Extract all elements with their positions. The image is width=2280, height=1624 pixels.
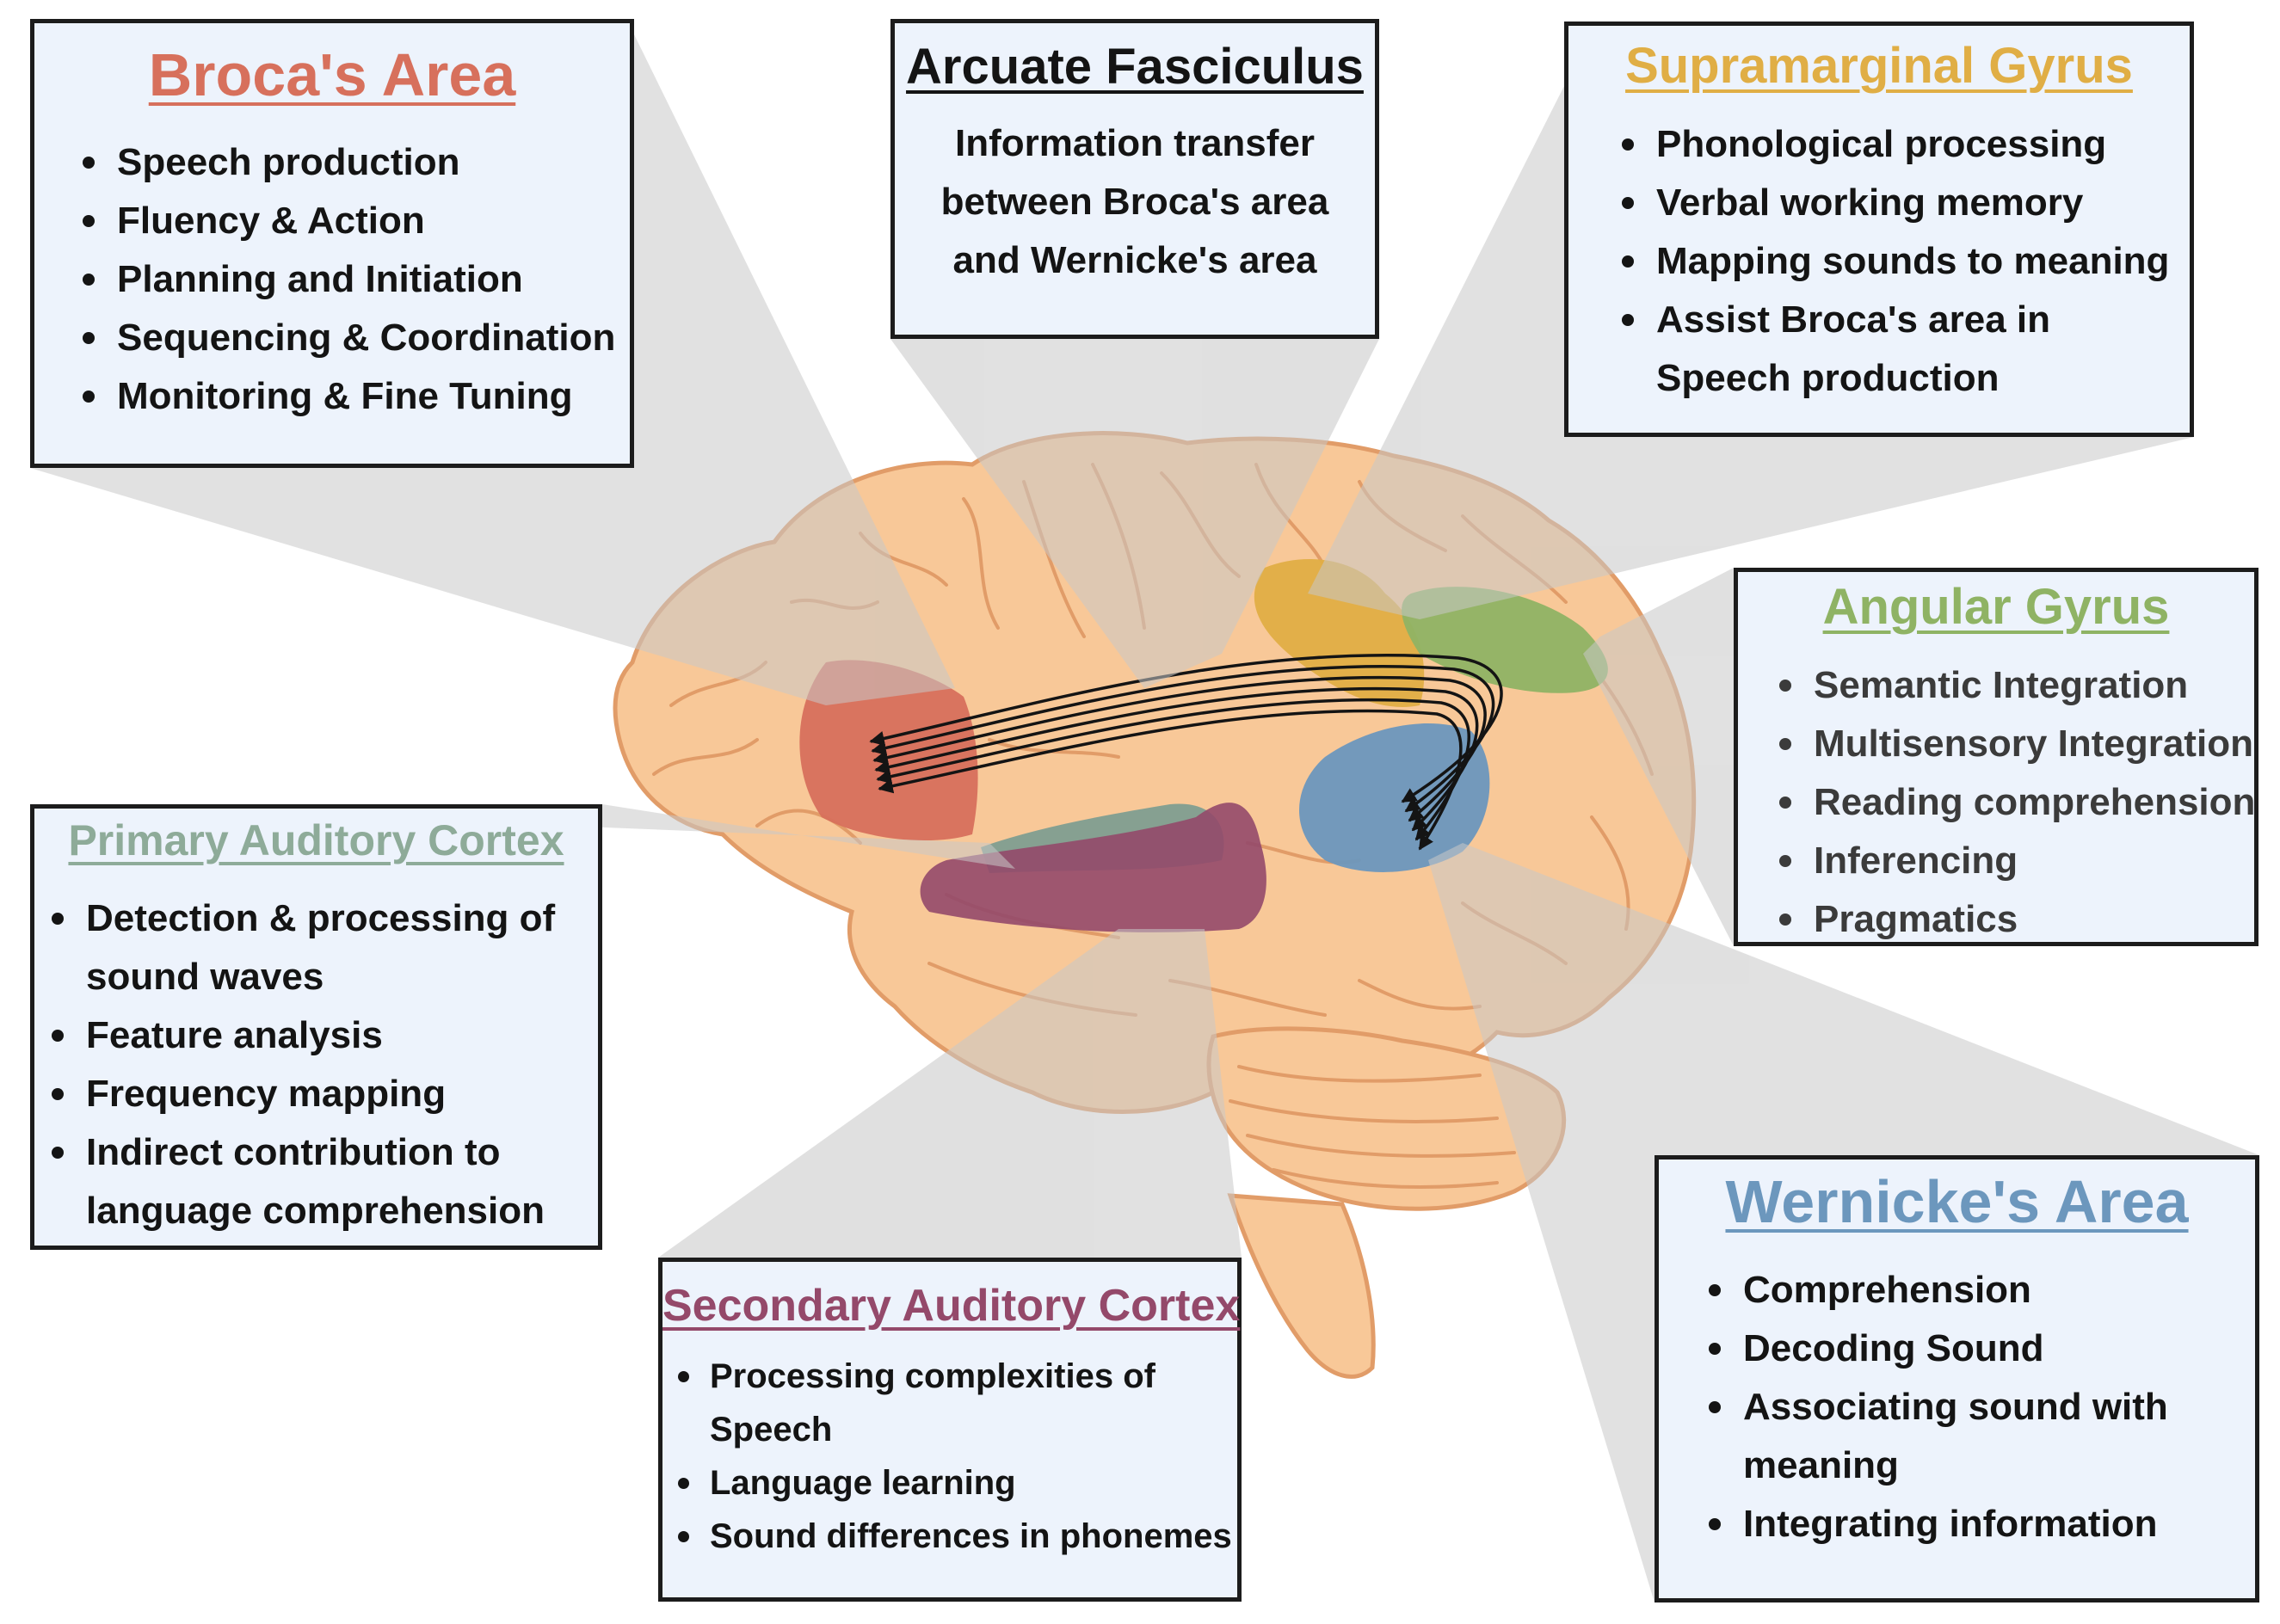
list-item: Associating sound with meaning [1709,1378,2255,1495]
spotlight-broca [30,34,955,705]
list-item: Pragmatics [1779,890,2254,949]
wernicke-list: Comprehension Decoding Sound Associating… [1709,1261,2255,1553]
arcuate-fibers [869,653,1503,851]
brain-stem [1227,1193,1376,1379]
list-item: Verbal working memory [1622,174,2190,232]
spotlight-angular [1583,568,1734,946]
list-item: Comprehension [1709,1261,2255,1320]
arcuate-desc-line: and Wernicke's area [952,239,1317,281]
broca-list: Speech production Fluency & Action Plann… [83,133,630,426]
angular-list: Semantic Integration Multisensory Integr… [1779,656,2255,949]
list-item-text: Associating sound with [1743,1386,2168,1428]
list-item: Fluency & Action [83,192,630,250]
list-item: Processing complexities of Speech [678,1350,1237,1456]
list-item-text: Processing complexities of [710,1357,1155,1395]
list-item: Phonological processing [1622,115,2190,174]
list-item: Integrating information [1709,1495,2255,1553]
primary-auditory-box: Primary Auditory Cortex Detection & proc… [30,804,602,1250]
secondary-auditory-list: Processing complexities of Speech Langua… [678,1350,1237,1563]
list-item: Detection & processing of sound waves [52,889,598,1006]
angular-title: Angular Gyrus [1822,579,2170,635]
list-item: Decoding Sound [1709,1320,2255,1378]
list-item: Language learning [678,1456,1237,1510]
wernicke-box: Wernicke's Area Comprehension Decoding S… [1655,1155,2259,1602]
broca-title: Broca's Area [148,41,516,108]
list-item: Sound differences in phonemes [678,1510,1237,1563]
list-item-continuation: sound waves [86,956,324,998]
list-item-text: Indirect contribution to [86,1131,501,1173]
list-item: Frequency mapping [52,1065,598,1123]
arcuate-desc-line: Information transfer [954,122,1316,164]
list-item: Mapping sounds to meaning [1622,232,2190,291]
secondary-auditory-title: Secondary Auditory Cortex [662,1281,1241,1331]
spotlight-supramarginal [1308,86,2194,619]
list-item-text: Assist Broca's area in [1656,298,2051,341]
supramarginal-box: Supramarginal Gyrus Phonological process… [1564,22,2194,437]
list-item: Planning and Initiation [83,250,630,309]
broca-box: Broca's Area Speech production Fluency &… [30,19,634,468]
secondary-auditory-box: Secondary Auditory Cortex Processing com… [658,1258,1242,1602]
list-item: Assist Broca's area in Speech production [1622,291,2190,408]
list-item: Indirect contribution to language compre… [52,1123,598,1240]
supramarginal-list: Phonological processing Verbal working m… [1622,115,2190,408]
arcuate-title: Arcuate Fasciculus [906,39,1364,95]
list-item: Multisensory Integration [1779,715,2254,773]
arcuate-box: Arcuate Fasciculus Information transfer … [890,19,1379,339]
list-item-continuation: language comprehension [86,1190,545,1232]
primary-auditory-title: Primary Auditory Cortex [68,816,564,864]
list-item: Monitoring & Fine Tuning [83,367,630,426]
angular-region [1402,587,1608,693]
list-item: Sequencing & Coordination [83,309,630,367]
list-item: Semantic Integration [1779,656,2254,715]
spotlight-arcuate [890,339,1379,688]
primary-auditory-list: Detection & processing of sound waves Fe… [52,889,598,1240]
list-item-continuation: Speech production [1656,357,2000,399]
wernicke-title: Wernicke's Area [1725,1168,2189,1235]
angular-box: Angular Gyrus Semantic Integration Multi… [1734,568,2258,946]
list-item: Reading comprehension [1779,773,2255,832]
list-item: Speech production [83,133,630,192]
list-item-continuation: meaning [1743,1444,1899,1486]
arcuate-desc-line: between Broca's area [940,181,1329,223]
cerebellum [1206,1026,1567,1211]
list-item-continuation: Speech [710,1411,833,1449]
list-item-text: Detection & processing of [86,897,556,939]
arcuate-description: Information transfer between Broca's are… [895,114,1375,290]
list-item: Feature analysis [52,1006,598,1065]
supramarginal-title: Supramarginal Gyrus [1625,38,2133,94]
list-item: Inferencing [1779,832,2254,890]
spotlight-secondary [658,929,1242,1258]
